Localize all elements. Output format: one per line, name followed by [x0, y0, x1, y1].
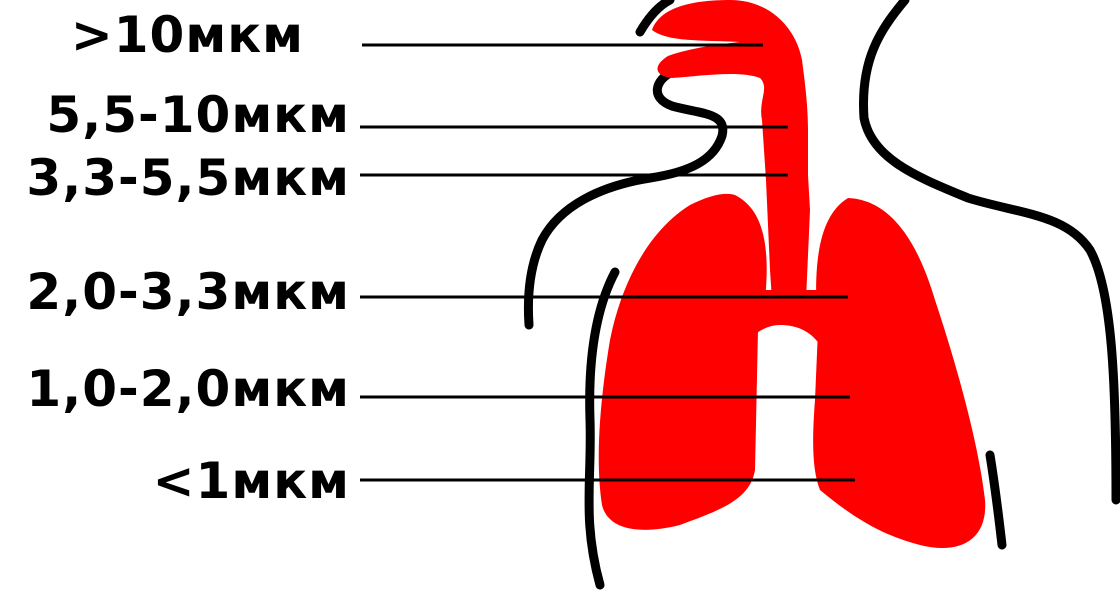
particle-size-label: 5,5-10мкм: [46, 90, 350, 140]
particle-size-label: 3,3-5,5мкм: [26, 153, 350, 203]
right-arm-inner-outline: [990, 455, 1002, 545]
right-lung: [813, 198, 985, 548]
particle-size-label: >10мкм: [71, 10, 304, 60]
particle-size-label: <1мкм: [153, 456, 350, 506]
particle-size-label: 2,0-3,3мкм: [26, 267, 350, 317]
particle-size-label: 1,0-2,0мкм: [26, 364, 350, 414]
